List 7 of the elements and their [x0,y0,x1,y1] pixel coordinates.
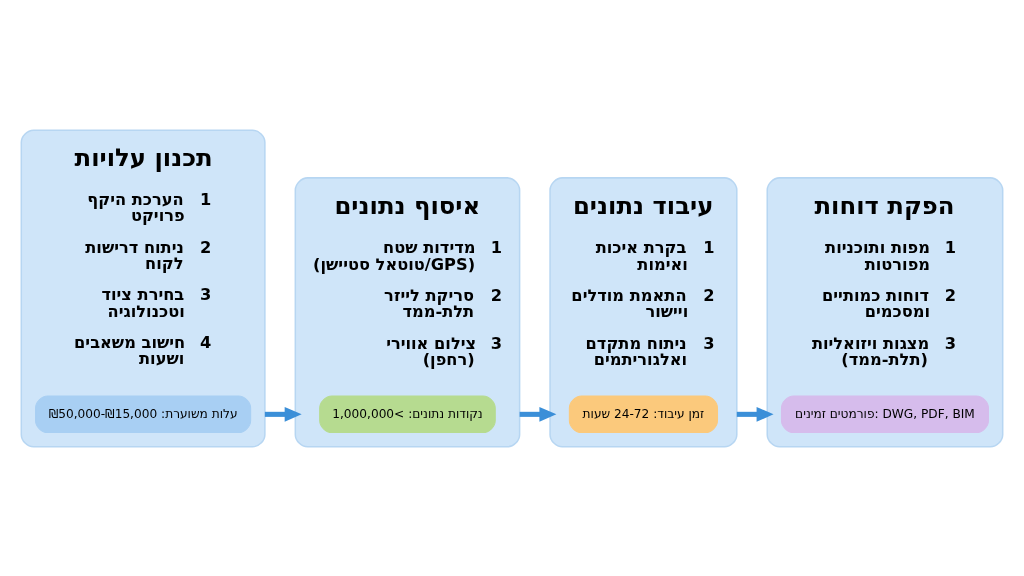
arrow [519,406,557,422]
node-box: זמן עיבוד: 24-72 שעות [568,395,718,433]
node-box: פורמטים זמינים: DWG, PDF, BIM [780,395,989,433]
node-box: נקודות נתונים: >1,000,000 [319,395,496,433]
node-box: עלות משוערת: ₪15,000-₪50,000 [35,395,252,433]
arrow [736,406,774,422]
arrow [264,406,302,422]
